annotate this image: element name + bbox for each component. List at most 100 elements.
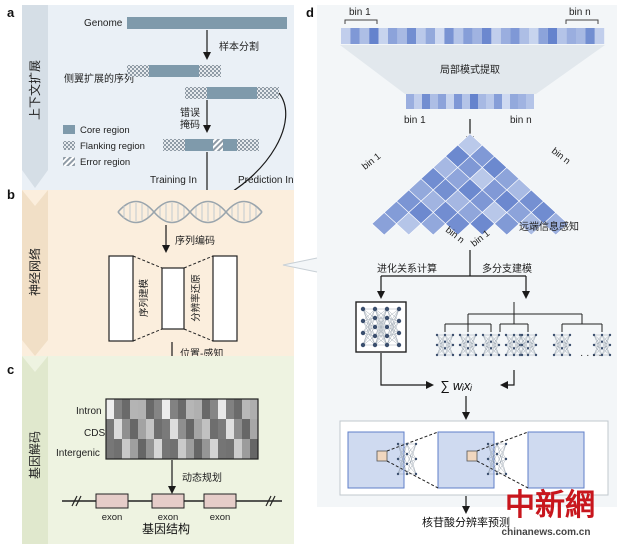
net-edge (505, 334, 515, 346)
contact-cell (543, 212, 569, 236)
net-edge (593, 341, 603, 356)
net-node (414, 457, 418, 461)
net-edge (362, 308, 376, 328)
net-node (495, 462, 499, 466)
net-edge (397, 443, 408, 475)
net-edge (362, 317, 376, 346)
heat-cell (178, 439, 187, 459)
contact-matrix-triangle (371, 133, 569, 236)
net-edge (593, 344, 603, 349)
net-edge (519, 334, 529, 346)
flank-right-2 (257, 87, 279, 99)
net-node (608, 343, 612, 347)
input-bin-cell (463, 28, 473, 44)
net-edge (397, 458, 408, 475)
net-edge (362, 308, 376, 337)
heat-cell (130, 419, 139, 439)
net-node (497, 353, 501, 357)
training-in-label: Training In (150, 175, 197, 186)
context-expansion-label: 上下文扩展 (27, 60, 42, 120)
net-node (600, 340, 604, 343)
net-edge (519, 334, 529, 356)
net-edge (553, 341, 563, 346)
heat-cell (218, 439, 227, 459)
heat-cell (242, 399, 251, 419)
net-edge (362, 308, 376, 322)
net-edge (386, 308, 400, 334)
net-node (372, 315, 378, 321)
net-edge (467, 348, 477, 356)
heat-cell (106, 399, 115, 419)
net-edge (561, 334, 571, 342)
net-edge (444, 344, 454, 356)
net-edge (397, 443, 408, 460)
heat-cell (226, 439, 235, 459)
net-edge (513, 334, 523, 342)
net-edge (561, 334, 571, 356)
net-node (405, 452, 409, 456)
net-edge (362, 335, 376, 346)
net-node (414, 442, 418, 446)
heat-cell (202, 439, 211, 459)
net-edge (482, 341, 492, 356)
input-bin-cell (406, 28, 417, 44)
net-node (360, 318, 366, 324)
net-node (481, 353, 485, 357)
input-bin-cell (594, 28, 605, 44)
net-node (435, 353, 439, 357)
net-edge (505, 334, 515, 349)
merge-arrow-right (500, 370, 515, 389)
net-edge (482, 341, 492, 346)
net-edge (406, 443, 417, 455)
heat-cell (138, 419, 147, 439)
bottleneck-block (161, 267, 185, 330)
legend-core-label: Core region (80, 125, 130, 136)
net-edge (490, 334, 500, 342)
panel-c: c 基因解码 Intron CDS Intergenic 动态规划 exon e… (7, 356, 294, 544)
net-edge (527, 334, 537, 346)
heat-cell (162, 399, 171, 419)
net-edge (386, 332, 400, 346)
net-edge (406, 463, 417, 475)
net-edge (505, 344, 515, 349)
net-node (552, 333, 556, 337)
net-edge (467, 344, 477, 356)
net-node (405, 472, 409, 476)
heat-cell (146, 399, 155, 419)
net-edge (601, 334, 611, 356)
heat-cell (186, 399, 195, 419)
net-node (495, 472, 499, 476)
decoder-block-1 (212, 255, 238, 342)
heat-cell (234, 399, 243, 419)
net-edge (593, 334, 603, 349)
net-node (414, 472, 418, 476)
feature-bin-cell (422, 94, 430, 109)
heat-cell (154, 419, 163, 439)
heat-cell (170, 419, 179, 439)
resolution-restore-label: 分辨率还原 (190, 274, 202, 322)
net-edge (487, 463, 498, 475)
flank-left-3 (163, 139, 185, 151)
net-edge (444, 334, 454, 356)
heat-cell (218, 419, 227, 439)
panel-letter-a: a (7, 5, 15, 20)
net-node (481, 333, 485, 337)
net-edge (553, 348, 563, 356)
net-node (458, 333, 462, 337)
net-edge (601, 334, 611, 349)
net-edge (397, 443, 408, 465)
genome-label: Genome (84, 18, 123, 29)
binn-top-bracket (565, 19, 599, 24)
genome-bar (127, 17, 287, 29)
net-edge (374, 308, 388, 319)
net-edge (553, 344, 563, 356)
heat-cell (250, 439, 259, 459)
net-edge (561, 334, 571, 349)
net-edge (527, 334, 537, 356)
panel-d: d bin 1 bin n 局部模式提取 bin 1 bin n bin 1 b… (282, 5, 617, 529)
net-edge (490, 344, 500, 356)
net-node (372, 342, 378, 348)
net-edge (436, 334, 446, 346)
input-bin-cell (416, 28, 426, 44)
